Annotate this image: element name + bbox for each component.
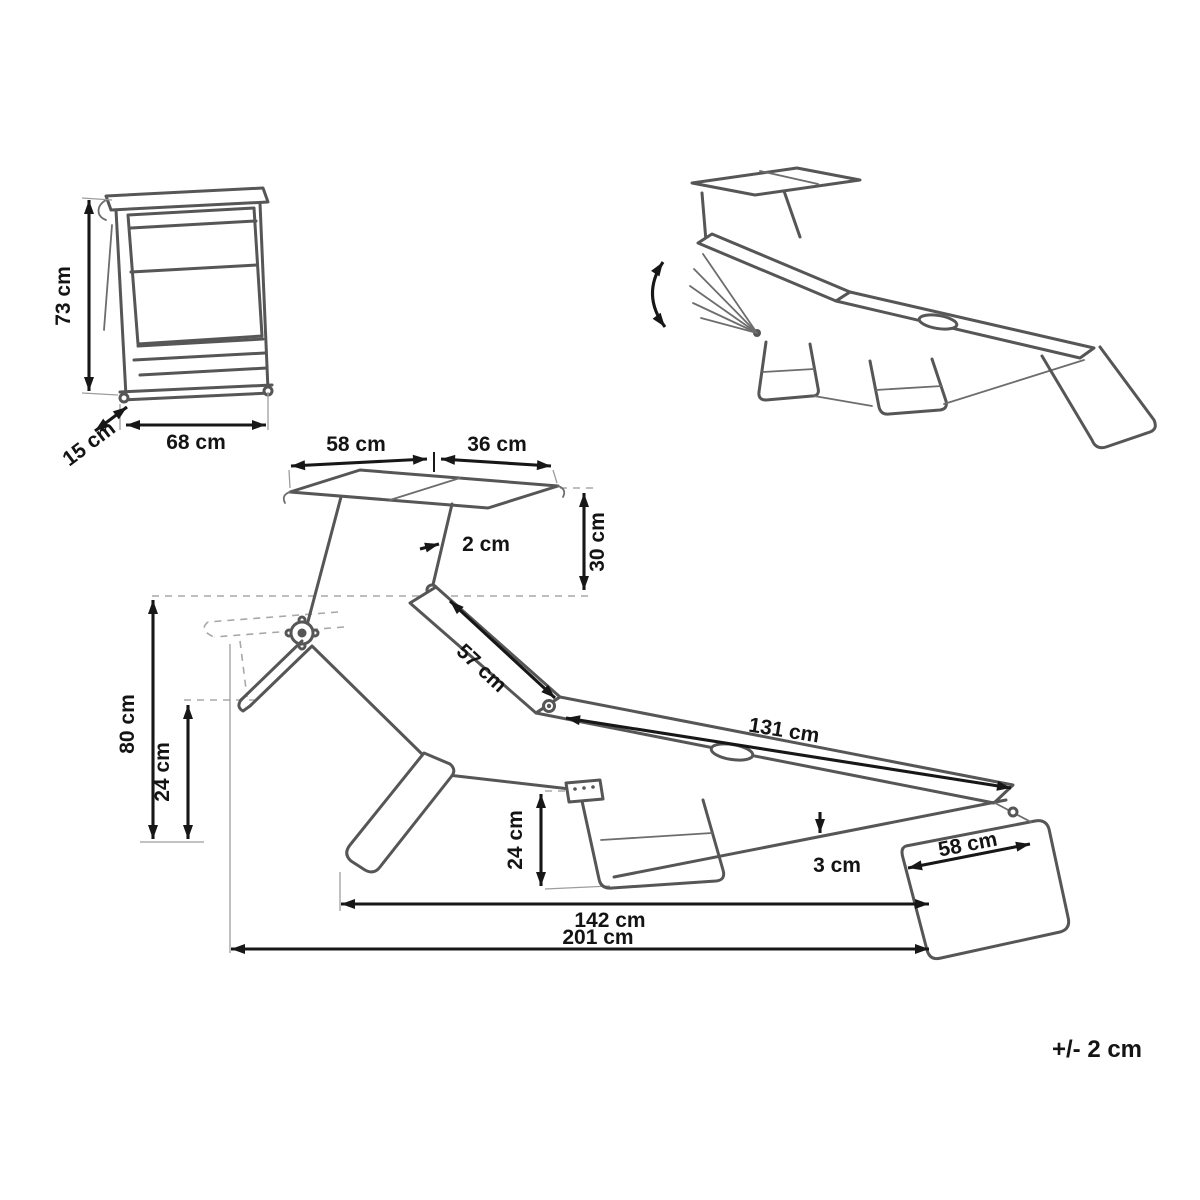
- dim-label-canopy-back: 36 cm: [467, 433, 527, 456]
- canopy-pole-left: [304, 495, 343, 631]
- recline-canopy-seam: [759, 170, 819, 185]
- dim-label-canopy-height: 30 cm: [586, 512, 609, 572]
- folded-strap-hook: [97, 199, 107, 221]
- dim-label-frame-height-left: 24 cm: [151, 742, 174, 802]
- recline-canopy: [690, 166, 862, 197]
- dim-label-frame-height-center: 24 cm: [504, 810, 527, 870]
- dim-arrow-bed-length: [565, 715, 1012, 791]
- tolerance-note: +/- 2 cm: [1052, 1036, 1142, 1063]
- folded-leg-bar-1: [136, 337, 265, 348]
- folded-fabric-hem: [129, 219, 258, 230]
- folded-foot-left: [118, 392, 130, 404]
- leg-bracket-plate: [564, 778, 605, 804]
- dim-arrow-folded-depth: [94, 405, 128, 433]
- head-support-tube-2: [248, 645, 313, 708]
- dim-arrow-canopy-front: [290, 454, 428, 471]
- front-leg: [345, 751, 456, 874]
- folded-right-rail: [258, 201, 270, 392]
- canopy-seam: [389, 477, 461, 501]
- folded-side-strut: [103, 224, 113, 331]
- recline-canopy-strut-left: [700, 191, 708, 243]
- dim-label-folded-depth: 15 cm: [58, 417, 119, 471]
- folded-fabric-crease: [129, 263, 259, 274]
- recline-seat: [834, 290, 1096, 360]
- foot-frame-hinge: [1007, 806, 1019, 818]
- folded-base-bar: [118, 383, 274, 394]
- dim-label-overall-length: 201 cm: [562, 926, 633, 949]
- folded-lounger-drawing: [97, 186, 274, 404]
- side-rail-rear: [612, 798, 1008, 879]
- recline-rail-left: [813, 395, 873, 407]
- recline-lounger-drawing: [689, 166, 1157, 450]
- folded-leg-bar-2: [132, 351, 267, 362]
- dim-arrow-foot-width: [907, 841, 1031, 871]
- dim-arrow-canopy-back: [440, 454, 552, 471]
- dim-label-overall-height: 80 cm: [116, 694, 139, 754]
- folded-left-rail: [114, 208, 128, 398]
- folded-view: 73 cm 15 cm 68 cm: [52, 186, 274, 471]
- head-support-foot: [237, 698, 252, 713]
- recline-view: [650, 166, 1157, 450]
- recline-front-leg: [757, 340, 820, 402]
- backrest-panel: [408, 585, 562, 715]
- dim-label-canopy-pole: 2 cm: [462, 533, 510, 556]
- head-support-tube-1: [239, 639, 304, 702]
- folded-fabric-panel: [126, 206, 264, 346]
- canopy-corner-hook-left: [282, 491, 291, 504]
- folded-base-bar-2: [120, 391, 272, 402]
- dim-label-folded-height: 73 cm: [52, 266, 75, 326]
- main-dimensions: 58 cm 36 cm 30 cm 2 cm 57 cm 131 cm 80 c…: [116, 433, 1031, 954]
- recline-rail-right: [943, 359, 1085, 405]
- canopy-pole-right: [430, 502, 454, 591]
- recline-center-leg: [868, 357, 948, 416]
- flat-backrest-refline-1: [207, 611, 339, 623]
- frame-diagonal-tube: [310, 644, 426, 758]
- recline-motion-arrow-group: [650, 261, 667, 328]
- dim-label-canopy-front: 58 cm: [326, 433, 386, 456]
- canopy-corner-hook-right: [557, 485, 566, 498]
- center-leg: [580, 798, 726, 890]
- recline-backrest: [696, 232, 852, 303]
- recline-motion-arrow: [650, 261, 667, 328]
- dim-arrow-backrest-length: [448, 599, 557, 700]
- center-leg-crossbar: [600, 832, 713, 841]
- folded-leg-bar-3: [138, 366, 269, 377]
- side-rail-front: [446, 773, 572, 791]
- recline-canopy-strut-right: [782, 189, 802, 239]
- dim-label-tube-diameter: 3 cm: [813, 854, 861, 877]
- dim-label-leg-span: 142 cm: [574, 909, 645, 932]
- recline-hand-hole: [917, 313, 959, 331]
- main-lounger-drawing: [237, 468, 1071, 961]
- dim-arrow-canopy-pole: [419, 542, 440, 553]
- folded-canopy-bar: [104, 186, 270, 212]
- dim-label-folded-width: 68 cm: [166, 431, 226, 454]
- recline-foot-frame: [1040, 345, 1157, 450]
- flat-backrest-refline-2: [213, 626, 345, 638]
- main-view: 58 cm 36 cm 30 cm 2 cm 57 cm 131 cm 80 c…: [116, 433, 1071, 961]
